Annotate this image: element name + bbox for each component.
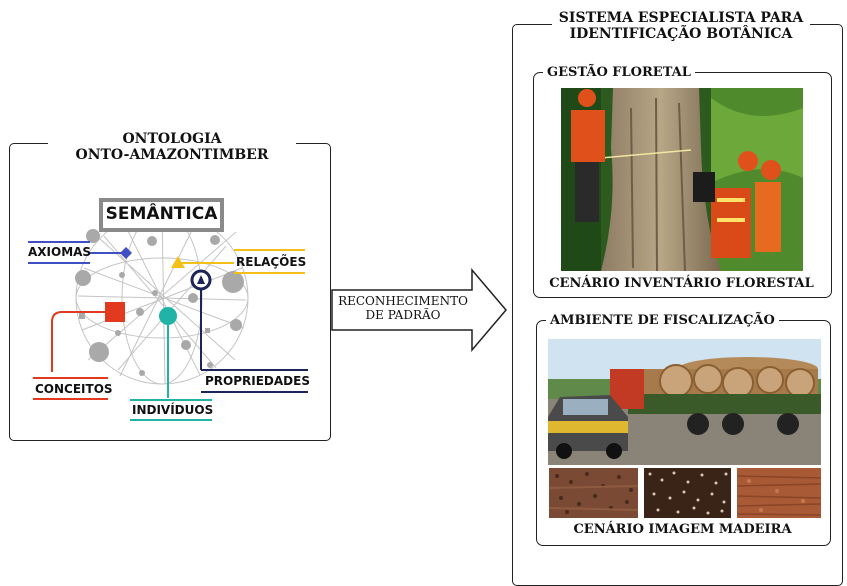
relacoes-connector [171, 249, 305, 274]
node [188, 293, 198, 303]
propriedades-connector [190, 269, 308, 393]
conceitos-node [105, 302, 125, 322]
ontology-title: ONTOLOGIA ONTO-AMAZONTIMBER [48, 131, 296, 163]
conceitos-connector [33, 302, 125, 400]
relacoes-node [171, 256, 185, 268]
node [119, 272, 125, 278]
inspection-truck-photo [548, 339, 821, 465]
node [210, 235, 220, 245]
system-title: SISTEMA ESPECIALISTA PARA IDENTIFICAÇÃO … [552, 10, 810, 42]
node [181, 340, 191, 350]
wood-sample-1 [549, 468, 638, 518]
inspection-title: AMBIENTE DE FISCALIZAÇÃO [546, 313, 779, 328]
node [89, 342, 109, 362]
individuos-label: INDIVÍDUOS [132, 403, 214, 417]
arrow-label-line1: RECONHECIMENTO [338, 294, 468, 308]
arrow-label-line2: DE PADRÃO [365, 308, 441, 322]
propriedades-node-triangle [197, 275, 205, 284]
wood-sample-3 [737, 468, 821, 518]
node [152, 290, 158, 296]
forest-title: GESTÃO FLORETAL [543, 65, 695, 80]
forest-photo-illustration [561, 88, 803, 271]
node [222, 271, 244, 293]
node [136, 308, 144, 316]
node [115, 330, 121, 336]
forest-caption: CENÁRIO INVENTÁRIO FLORESTAL [549, 276, 814, 291]
axiomas-label: AXIOMAS [28, 245, 92, 259]
truck-photo-illustration [548, 339, 821, 465]
semantica-label: SEMÂNTICA [105, 204, 218, 224]
arrow-label: RECONHECIMENTO DE PADRÃO [334, 294, 472, 322]
axiomas-connector [28, 241, 132, 264]
node [147, 236, 157, 246]
axiomas-node [120, 247, 132, 259]
semantica-box: SEMÂNTICA [99, 198, 224, 232]
individuos-node [159, 307, 177, 325]
node [207, 362, 213, 368]
conceitos-label: CONCEITOS [35, 382, 113, 396]
propriedades-label: PROPRIEDADES [205, 374, 310, 388]
node [205, 328, 210, 333]
forest-inventory-photo [561, 88, 803, 271]
ontology-title-line1: ONTOLOGIA [122, 131, 222, 147]
gray-nodes [75, 219, 244, 376]
pattern-recognition-arrow [331, 268, 507, 352]
inspection-caption: CENÁRIO IMAGEM MADEIRA [573, 522, 792, 537]
ontology-network-graph [28, 211, 308, 421]
individuos-connector [130, 307, 212, 421]
ontology-title-line2: ONTO-AMAZONTIMBER [75, 147, 269, 163]
node [79, 313, 85, 319]
system-title-line2: IDENTIFICAÇÃO BOTÂNICA [569, 26, 793, 42]
node [230, 319, 242, 331]
node [75, 270, 91, 286]
node [139, 370, 145, 376]
wood-sample-2 [644, 468, 731, 518]
node [86, 229, 100, 243]
system-title-line1: SISTEMA ESPECIALISTA PARA [558, 10, 804, 26]
relacoes-label: RELAÇÕES [236, 255, 307, 269]
